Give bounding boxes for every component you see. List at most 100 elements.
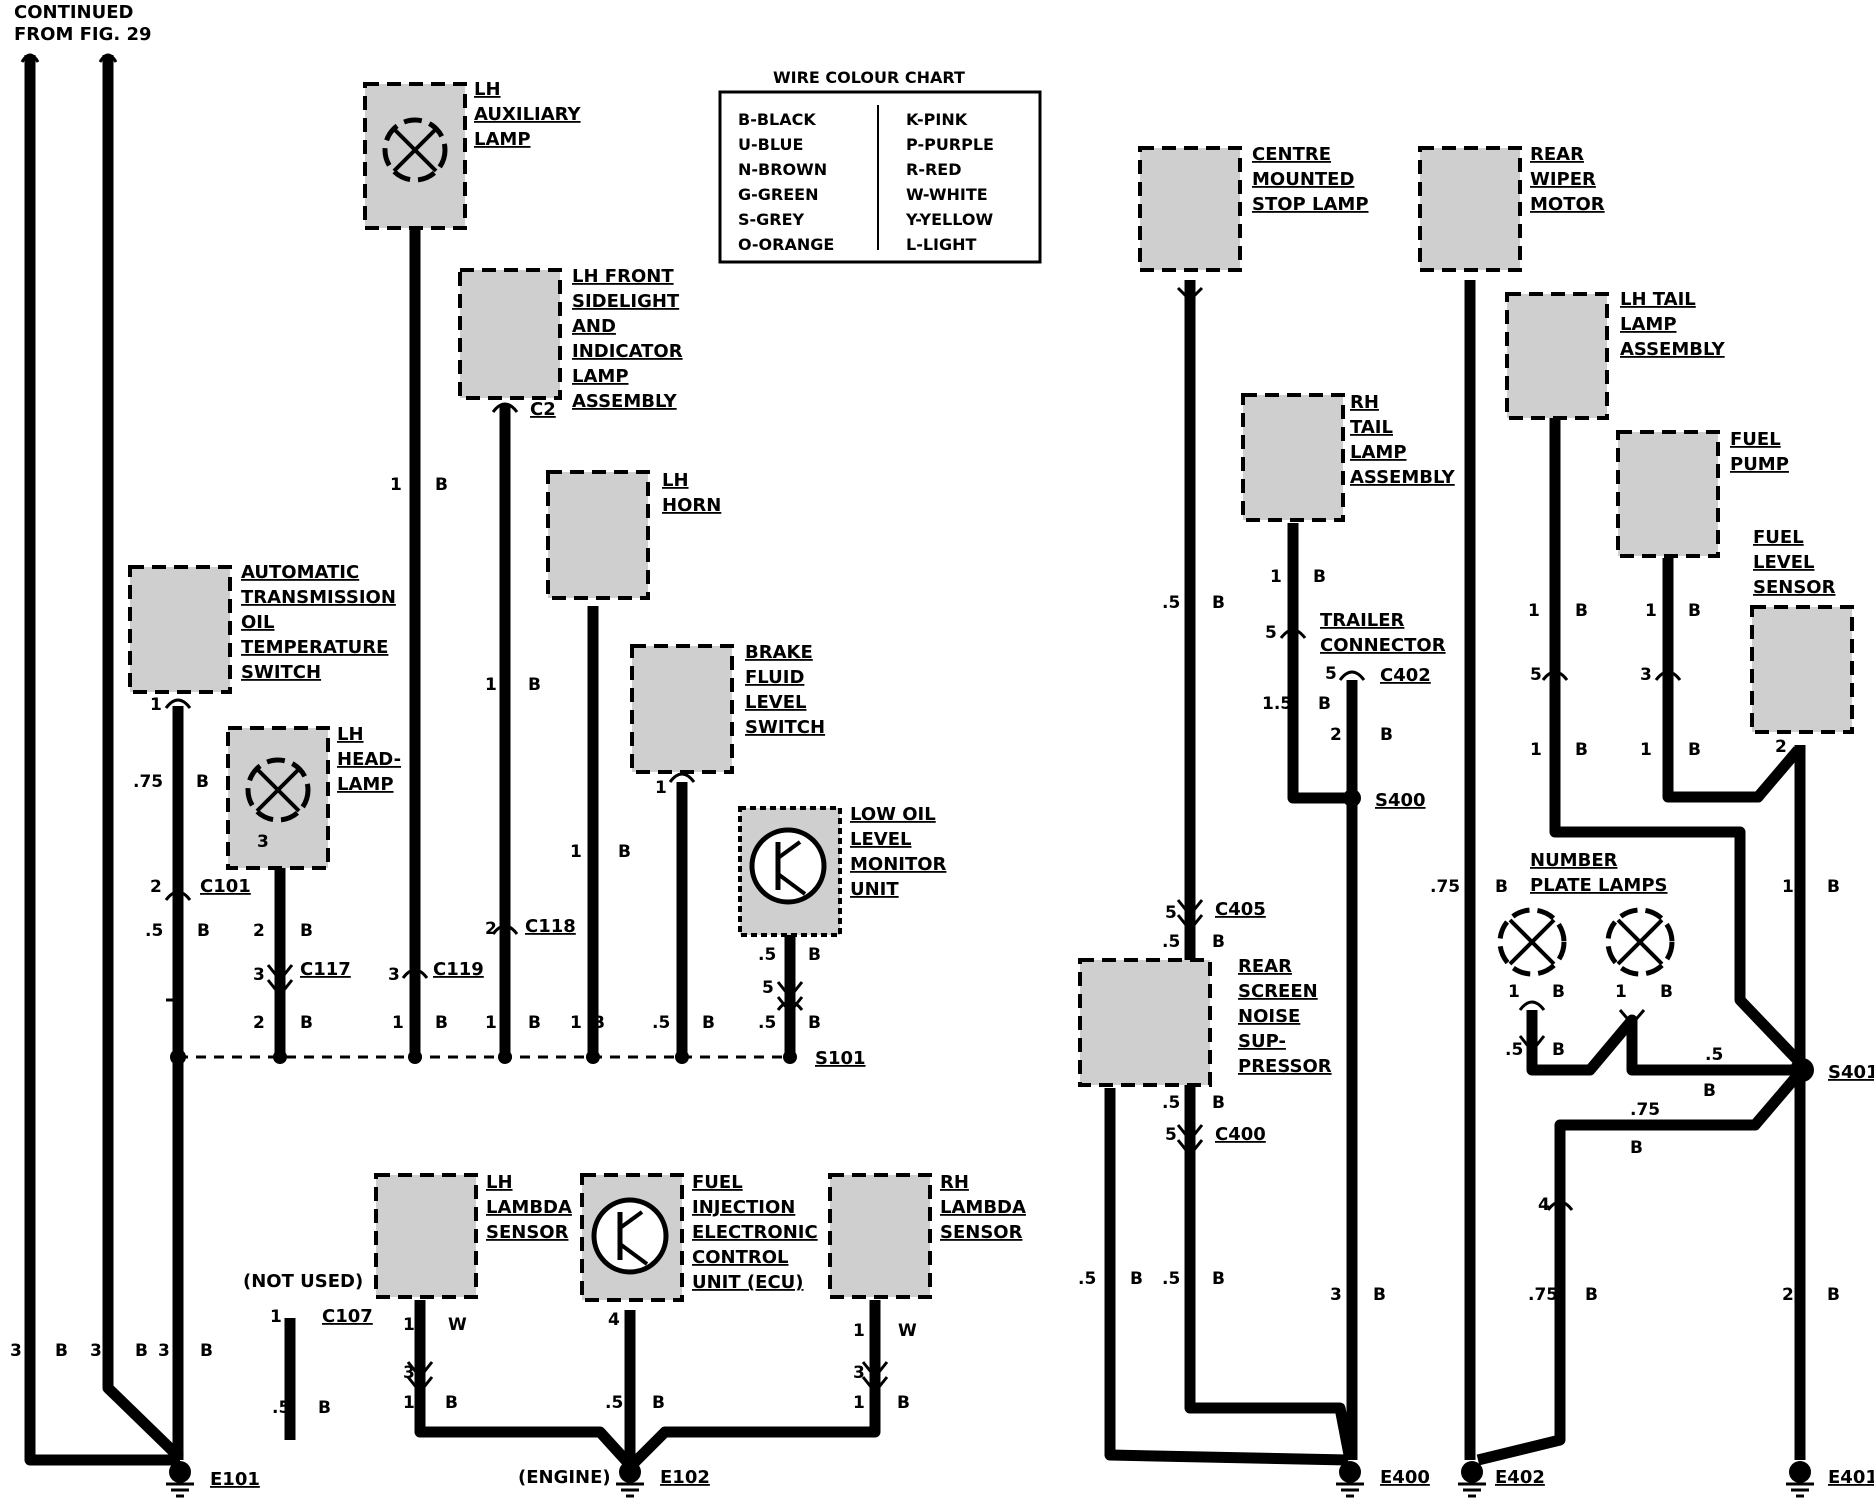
chart-left-4: S-GREY	[738, 210, 805, 229]
rh-tail-l0: RH	[1350, 392, 1379, 413]
s400-label: S400	[1375, 790, 1426, 811]
brake-fluid-switch-box	[630, 644, 734, 774]
c119-label: C119	[433, 959, 484, 980]
trailer-l0: TRAILER	[1320, 610, 1405, 631]
trailer-l1: CONNECTOR	[1320, 635, 1446, 656]
wire-continued-1	[24, 55, 180, 1466]
lamp-icon	[382, 117, 448, 183]
wire-label: B	[528, 1013, 541, 1033]
wire-label: W	[448, 1315, 467, 1335]
rear-wiper-motor-box	[1418, 146, 1522, 272]
wire-label: 1	[403, 1315, 415, 1335]
lh-head-l0: LH	[337, 724, 364, 745]
wire-label: 2	[485, 919, 497, 939]
splice-s400	[1343, 789, 1361, 807]
wire-label: 3	[253, 965, 265, 985]
lh-auxiliary-lamp-box	[363, 82, 467, 230]
wire-label: B	[1630, 1138, 1643, 1158]
lh-head-l1: HEAD-	[337, 749, 401, 770]
wire-label: 1	[1645, 601, 1657, 621]
lh-headlamp-box	[226, 726, 330, 870]
chart-title: WIRE COLOUR CHART	[773, 68, 965, 87]
lh-front-sidelight-box	[458, 268, 562, 400]
number-plate-lamp-icon	[1605, 907, 1675, 977]
not-used-label: (NOT USED)	[243, 1271, 363, 1292]
wire-label: B	[897, 1393, 910, 1413]
wire-label: 3	[257, 832, 269, 852]
splice-s101	[783, 1050, 797, 1064]
brake-l2: LEVEL	[745, 692, 806, 713]
wire-label: .75	[133, 772, 163, 792]
brake-l0: BRAKE	[745, 642, 813, 663]
auto-trans-l3: TEMPERATURE	[241, 637, 388, 658]
wire-label: B	[1575, 740, 1588, 760]
wire-label: B	[197, 921, 210, 941]
wire-label: B	[1827, 1285, 1840, 1305]
lh-front-l2: AND	[572, 316, 616, 337]
transistor-icon	[749, 827, 827, 905]
wire-label: 2	[150, 877, 162, 897]
wire-label: B	[1703, 1081, 1716, 1101]
chart-right-0: K-PINK	[906, 110, 968, 129]
wire-label: 1	[1270, 567, 1282, 587]
rear-wiper-l2: MOTOR	[1530, 194, 1605, 215]
lh-front-l4: LAMP	[572, 366, 629, 387]
lh-aux-l0: LH	[474, 79, 501, 100]
lh-front-l3: INDICATOR	[572, 341, 683, 362]
lh-tail-l2: ASSEMBLY	[1620, 339, 1726, 360]
wire-e402-branch	[1476, 1066, 1807, 1466]
wire-label: B	[445, 1393, 458, 1413]
wire-label: 1	[1508, 982, 1520, 1002]
wire-label: B	[1585, 1285, 1598, 1305]
wire-label: .5	[1162, 593, 1180, 613]
wire-label: 3	[388, 965, 400, 985]
wire-label: B	[1660, 982, 1673, 1002]
wire-label: B	[1552, 1040, 1565, 1060]
centre-stop-lamp-box	[1138, 146, 1242, 272]
c101-label: C101	[200, 876, 251, 897]
fuel-level-l2: SENSOR	[1753, 577, 1836, 598]
continued-line-1: CONTINUED	[14, 2, 133, 23]
wire-label: B	[196, 772, 209, 792]
s101-label: S101	[815, 1048, 866, 1069]
auto-trans-l4: SWITCH	[241, 662, 321, 683]
rear-screen-l2: NOISE	[1238, 1006, 1300, 1027]
wire-label: 1	[485, 675, 497, 695]
brake-l3: SWITCH	[745, 717, 825, 738]
wire-label: .5	[272, 1398, 290, 1418]
ground-e400	[1336, 1461, 1364, 1498]
lamp-icon	[245, 757, 311, 823]
rh-tail-l3: ASSEMBLY	[1350, 467, 1456, 488]
wire-label: 5	[1165, 1125, 1177, 1145]
fuel-level-l1: LEVEL	[1753, 552, 1814, 573]
wire-label: 3	[158, 1341, 170, 1361]
wire-label: B	[1212, 1093, 1225, 1113]
number-plate-l0: NUMBER	[1530, 850, 1618, 871]
wire-label: 2	[1775, 737, 1787, 757]
e400-label: E400	[1380, 1467, 1430, 1488]
wire-label: 5	[1530, 665, 1542, 685]
lh-tail-l0: LH TAIL	[1620, 289, 1696, 310]
connector-top-2	[98, 53, 118, 63]
wire-label: 1	[270, 1307, 282, 1327]
wire-label: B	[1827, 877, 1840, 897]
lh-aux-l2: LAMP	[474, 129, 531, 150]
chart-right-4: Y-YELLOW	[905, 210, 993, 229]
fuel-pump-l1: PUMP	[1730, 454, 1789, 475]
c107-label: C107	[322, 1306, 373, 1327]
c117-chevron	[266, 964, 294, 983]
wire-label: B	[652, 1393, 665, 1413]
connector-top-1	[20, 53, 40, 63]
wire-label: .5	[1162, 1269, 1180, 1289]
c101-chevron	[164, 890, 192, 901]
chart-right-3: W-WHITE	[906, 185, 988, 204]
lh-lambda-l2: SENSOR	[486, 1222, 569, 1243]
lh-aux-l1: AUXILIARY	[474, 104, 582, 125]
wire-label: B	[1313, 567, 1326, 587]
wire-label: .5	[605, 1393, 623, 1413]
wire-label: .5	[145, 921, 163, 941]
lh-head-l2: LAMP	[337, 774, 394, 795]
wire-label: 1	[1782, 877, 1794, 897]
chart-left-2: N-BROWN	[738, 160, 827, 179]
